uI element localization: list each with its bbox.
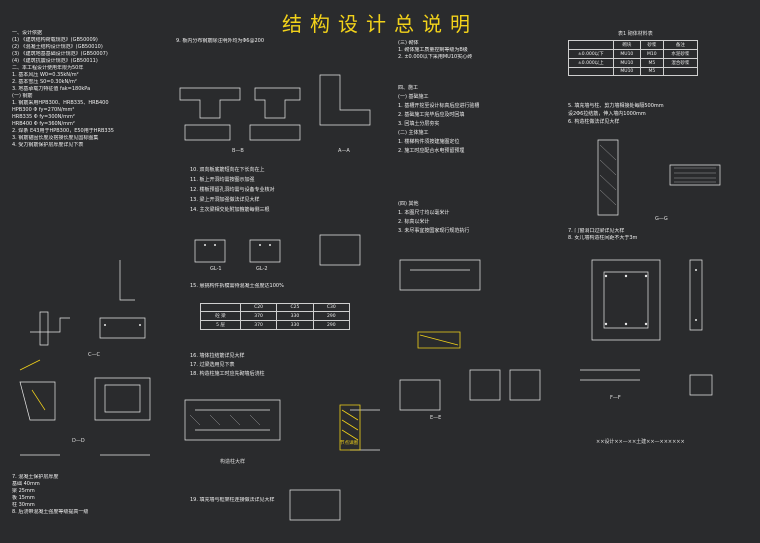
column-3-notes-mid: 四、施工 (一) 基础施工 1. 基槽开挖至设计标高后应进行验槽 2. 基础施工… <box>398 84 479 156</box>
note-line: 13. 梁上开洞加强做法详见大样 <box>190 197 260 203</box>
note-line: 设2Φ6拉结筋，伸入墙内1000mm <box>568 111 646 117</box>
note-line: 3. 未尽事宜按国家现行规范执行 <box>398 228 470 234</box>
section-label-g: G—G <box>655 216 668 222</box>
note-line: 11. 板上开洞均需按图示加强 <box>190 177 255 183</box>
note-line: 5. 填充墙与柱、剪力墙相接处每隔500mm <box>568 103 664 109</box>
note-line: 3. 回填土分层夯实 <box>398 121 440 127</box>
sheet-title: 结构设计总说明 <box>282 12 478 36</box>
note-line: 2. 基础施工完毕后应及时回填 <box>398 112 465 118</box>
column-3-notes-lower: (四) 其他 1. 本图尺寸均以毫米计 2. 标高以米计 3. 未尽事宜按国家现… <box>398 200 469 236</box>
note-line: 四、施工 <box>398 85 419 91</box>
note-line: 12. 楼板预留孔洞均需与设备专业核对 <box>190 187 275 193</box>
note-line: 1. 本图尺寸均以毫米计 <box>398 210 450 216</box>
section-label-d: D—D <box>72 438 85 444</box>
note-line: 1. 钢筋采用HPB300、HRB335、HRB400 <box>12 100 109 106</box>
section-label-a: A—A <box>338 148 350 154</box>
note-line: 7. 门窗洞口过梁详见大样 <box>568 228 625 234</box>
section-label-e: E—E <box>430 415 442 421</box>
table-cell: 290 <box>312 320 351 330</box>
note-line: (3) 《建筑地基基础设计规范》(GB50007) <box>12 51 108 57</box>
note-line: 8. 女儿墙构造柱间距不大于3m <box>568 235 638 241</box>
note-line: 柱 30mm <box>12 502 35 508</box>
note-line: 1. 基本风压 W0=0.35kN/m² <box>12 72 79 78</box>
table-cell <box>662 67 699 76</box>
note-line: (一) 钢筋 <box>12 93 33 99</box>
note-line: 19. 填充墙与框架柱连接做法详见大样 <box>190 497 275 503</box>
note-line: 基础 40mm <box>12 481 40 487</box>
note-line: 3. 地基承载力特征值 fak=180kPa <box>12 86 91 92</box>
column-2-table-note: 15. 悬挑构件拆模需待混凝土强度达100% <box>190 283 284 290</box>
note-line: 3. 钢筋锚固长度及搭接长度见国标图集 <box>12 135 99 141</box>
note-line: 10. 双向板底筋短向在下长向在上 <box>190 167 265 173</box>
table-row: 5 层 370 330 290 <box>200 320 351 330</box>
note-line: HRB400 Φ fy=360N/mm² <box>12 121 75 127</box>
note-line: 板 15mm <box>12 495 35 501</box>
note-line: HPB300 Φ fy=270N/mm² <box>12 107 75 113</box>
note-line: 2. 标高以米计 <box>398 219 430 225</box>
note-line: (4) 《建筑抗震设计规范》(GB50011) <box>12 58 98 64</box>
note-line: 9. 板内分布钢筋除注明外均为Φ6@200 <box>176 38 265 44</box>
table-row: MU10 M5 <box>568 67 699 76</box>
table-header-row: C20 C25 C30 <box>200 303 351 312</box>
column-2-notes-bottom: 19. 填充墙与框架柱连接做法详见大样 <box>190 497 275 504</box>
note-line: HRB335 Φ fy=300N/mm² <box>12 114 75 120</box>
column-1-notes: 一、设计依据 (1) 《建筑结构荷载规范》(GB50009) (2) 《混凝土结… <box>12 30 114 149</box>
column-3-notes: (三) 砌体 1. 砌体施工质量控制等级为B级 2. ±0.000以下采用MU1… <box>398 40 472 61</box>
detail-caption: 构造柱大样 <box>220 459 246 465</box>
node-caption: 节点详图 <box>340 441 358 446</box>
note-line: 一、设计依据 <box>12 30 43 36</box>
note-line: (二) 主体施工 <box>398 130 429 136</box>
column-2-notes-lower: 16. 墙体拉结筋详见大样 17. 过梁选用见下表 18. 构造柱施工时应先砌墙… <box>190 352 265 379</box>
note-line: (2) 《混凝土结构设计规范》(GB50010) <box>12 44 103 50</box>
drawing-index-reference: ××设计××—××土建××—×××××× <box>596 439 685 445</box>
column-2-header-note: 9. 板内分布钢筋除注明外均为Φ6@200 <box>176 38 264 45</box>
lintel-label-gl1: GL-1 <box>210 266 222 272</box>
material-table: 砌块 砂浆 备注 ±0.000以下 MU10 M10 水泥砂浆 ±0.000以上… <box>568 40 699 76</box>
column-4-notes-mid: 7. 门窗洞口过梁详见大样 8. 女儿墙构造柱间距不大于3m <box>568 228 637 242</box>
note-line: 4. 受力钢筋保护层厚度详见下表 <box>12 142 84 148</box>
note-line: 1. 基槽开挖至设计标高后应进行验槽 <box>398 103 480 109</box>
column-4-notes: 5. 填充墙与柱、剪力墙相接处每隔500mm 设2Φ6拉结筋，伸入墙内1000m… <box>568 102 664 126</box>
note-line: 1. 砌体施工质量控制等级为B级 <box>398 47 468 53</box>
note-line: 6. 构造柱做法详见大样 <box>568 119 620 125</box>
note-line: 梁 25mm <box>12 488 35 494</box>
note-line: 1. 楼梯构件须按建施图定位 <box>398 139 460 145</box>
note-line: 18. 构造柱施工时应先砌墙后浇柱 <box>190 371 265 377</box>
note-line: 2. 焊条 E43用于HPB300，E50用于HRB335 <box>12 128 114 134</box>
note-line: (1) 《建筑结构荷载规范》(GB50009) <box>12 37 98 43</box>
note-line: 17. 过梁选用见下表 <box>190 362 235 368</box>
material-table-title: 表1 砌体材料表 <box>618 31 653 37</box>
note-line: 15. 悬挑构件拆模需待混凝土强度达100% <box>190 283 284 289</box>
note-line: 二、本工程设计使用年限为50年 <box>12 65 84 71</box>
note-line: 7. 混凝土保护层厚度 <box>12 474 59 480</box>
note-line: 2. ±0.000以下采用MU10实心砖 <box>398 54 473 60</box>
section-label-c: C—C <box>88 352 100 358</box>
note-line: 14. 主次梁相交处附加箍筋每侧三根 <box>190 207 270 213</box>
note-line: 2. 施工时应配合水电预留预埋 <box>398 148 465 154</box>
note-line: 2. 基本雪压 S0=0.30kN/m² <box>12 79 77 85</box>
note-line: 16. 墙体拉结筋详见大样 <box>190 353 245 359</box>
note-line: (三) 砌体 <box>398 40 419 46</box>
lintel-label-gl2: GL-2 <box>256 266 268 272</box>
lintel-table: C20 C25 C30 砼 梁 370 330 290 5 层 370 330 … <box>200 303 351 330</box>
note-line: (四) 其他 <box>398 201 419 207</box>
section-label-f: F—F <box>610 395 621 401</box>
note-line: 8. 后浇带混凝土强度等级提高一级 <box>12 509 89 515</box>
section-label-b: B—B <box>232 148 244 154</box>
column-2-notes: 10. 双向板底筋短向在下长向在上 11. 板上开洞均需按图示加强 12. 楼板… <box>190 165 275 215</box>
note-line: (一) 基础施工 <box>398 94 429 100</box>
table-cell: MU10 <box>612 67 641 76</box>
column-1-notes-bottom: 7. 混凝土保护层厚度 基础 40mm 梁 25mm 板 15mm 柱 30mm… <box>12 474 88 516</box>
